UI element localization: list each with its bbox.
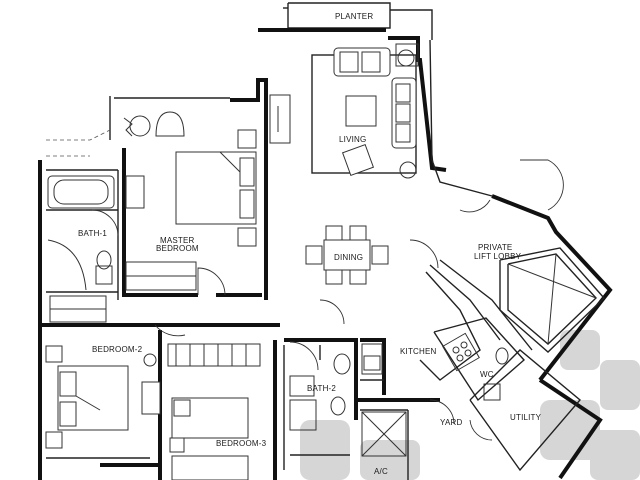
label-utility: UTILITY bbox=[510, 413, 542, 422]
label-living: LIVING bbox=[339, 135, 366, 144]
label-yard: YARD bbox=[440, 418, 462, 427]
bath1-fixtures bbox=[47, 175, 115, 323]
label-bedroom2: BEDROOM-2 bbox=[92, 345, 143, 354]
walls bbox=[38, 2, 613, 480]
label-ac-ledge: A/C bbox=[374, 467, 388, 476]
bedroom2-furniture bbox=[45, 345, 161, 449]
bedroom3-furniture bbox=[167, 343, 261, 480]
living-furniture bbox=[269, 43, 419, 179]
master-bedroom-furniture bbox=[123, 111, 257, 291]
dining-table bbox=[305, 225, 389, 285]
yard-fixtures bbox=[361, 411, 407, 457]
label-private-lift-lobby-1: PRIVATE bbox=[478, 243, 512, 252]
label-bath1: BATH-1 bbox=[78, 229, 107, 238]
room-labels: PLANTER LIVING MASTER BEDROOM BATH-1 DIN… bbox=[78, 12, 542, 476]
label-master-bedroom-2: BEDROOM bbox=[156, 244, 199, 253]
label-bath2: BATH-2 bbox=[307, 384, 336, 393]
label-master-bedroom-1: MASTER bbox=[160, 236, 195, 245]
label-bedroom3: BEDROOM-3 bbox=[216, 439, 267, 448]
bath2-fixtures bbox=[289, 353, 351, 431]
label-planter: PLANTER bbox=[335, 12, 373, 21]
kitchen-fixtures bbox=[361, 332, 509, 401]
label-dining: DINING bbox=[334, 253, 363, 262]
label-kitchen: KITCHEN bbox=[400, 347, 437, 356]
label-private-lift-lobby-2: LIFT LOBBY bbox=[474, 252, 522, 261]
door-swings bbox=[91, 159, 564, 441]
label-wc: WC bbox=[480, 370, 494, 379]
watermark bbox=[300, 330, 640, 480]
